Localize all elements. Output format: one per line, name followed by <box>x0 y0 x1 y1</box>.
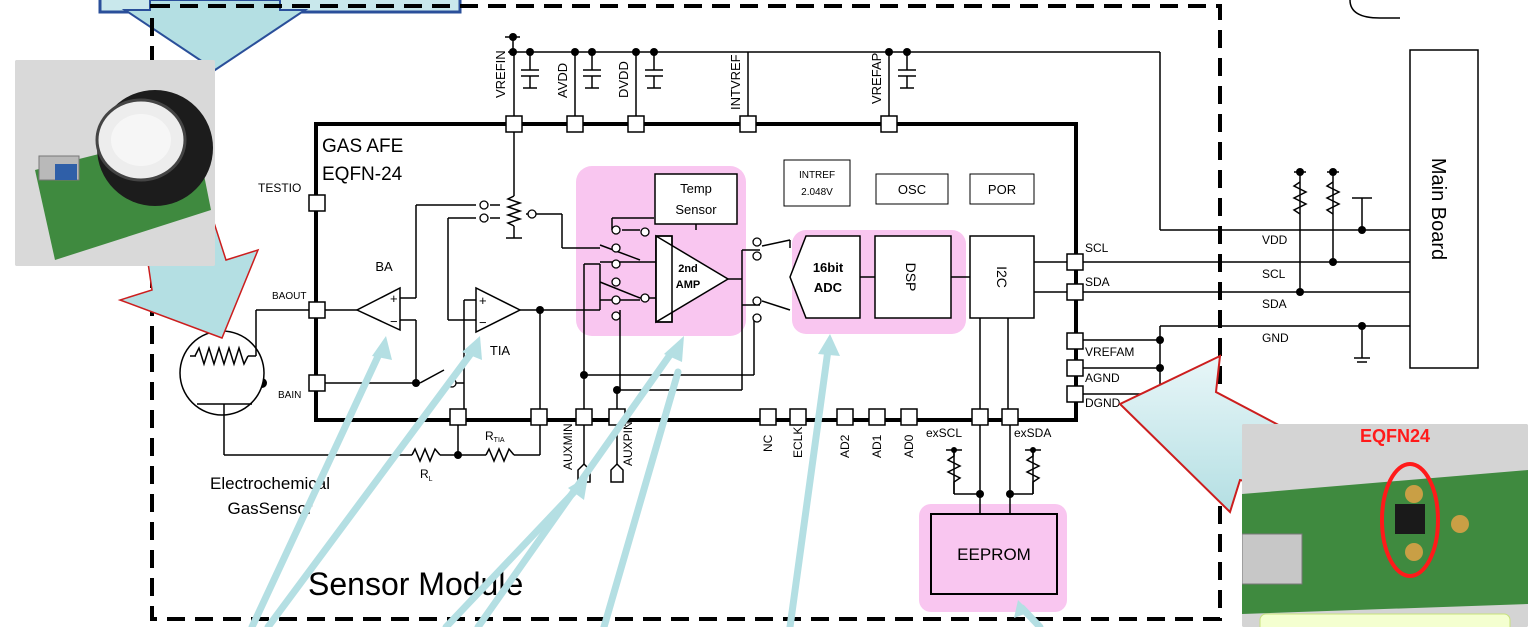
rl-label: RL <box>420 467 433 483</box>
bain-label: BAIN <box>278 390 301 401</box>
testio-pin <box>308 194 326 212</box>
pointer-arrowheads <box>372 334 1030 618</box>
adc-label-1: 16bit <box>813 260 844 275</box>
pin-label-ad0: AD0 <box>902 434 916 458</box>
baout-label: BAOUT <box>272 291 306 302</box>
afe-package: EQFN-24 <box>322 164 403 185</box>
pin-label-scl: SCL <box>1085 241 1109 255</box>
pin-label-dgnd: DGND <box>1085 396 1121 410</box>
bus-label-gnd: GND <box>1262 331 1289 345</box>
dsp-block <box>874 235 952 319</box>
electrochemical-gas-sensor-symbol <box>179 309 309 456</box>
tia-minus-sign: − <box>479 315 487 330</box>
pin-label-eclk: ECLK <box>791 427 805 458</box>
pin-label-dvdd: DVDD <box>616 61 631 98</box>
bus-label-vdd: VDD <box>1262 233 1288 247</box>
tia-plus-sign: + <box>479 293 487 308</box>
main-board-label: Main Board <box>1427 158 1449 260</box>
sensor-module-photo <box>15 60 215 266</box>
por-block <box>969 173 1035 205</box>
chip-board-photo: EQFN24 <box>1242 424 1528 627</box>
right-pin-boxes <box>1066 253 1084 403</box>
chip-photo-label: EQFN24 <box>1360 426 1431 446</box>
osc-label: OSC <box>898 182 926 197</box>
pin-label-ad2: AD2 <box>838 434 852 458</box>
afe-title: GAS AFE <box>322 136 403 157</box>
sensor-label-line2: GasSensor <box>227 499 312 518</box>
amp-label-2: AMP <box>676 279 700 291</box>
chip-photo-illustration <box>1242 424 1528 627</box>
temp-sensor-label-2: Sensor <box>675 202 717 217</box>
adc-label-2: ADC <box>814 280 843 295</box>
pin-label-agnd: AGND <box>1085 371 1120 385</box>
amp-label-1: 2nd <box>678 263 698 275</box>
dsp-label: DSP <box>903 263 919 292</box>
pin-label-sda: SDA <box>1085 275 1110 289</box>
sensor-label-line1: Electrochemical <box>210 474 330 493</box>
ba-opamp <box>355 286 401 332</box>
tia-label: TIA <box>490 343 511 358</box>
intref-block <box>783 159 851 207</box>
intref-label-2: 2.048V <box>801 187 833 198</box>
pin-label-vrefap: VREFAP <box>869 53 884 104</box>
testio-label: TESTIO <box>258 181 301 195</box>
gas-afe-chip-outline <box>314 122 1078 422</box>
pin-label-avdd: AVDD <box>555 63 570 98</box>
tia-opamp <box>475 286 522 334</box>
pin-label-vrefin: VREFIN <box>493 50 508 98</box>
main-board-block <box>1409 49 1479 369</box>
osc-block <box>875 173 949 205</box>
por-label: POR <box>988 182 1016 197</box>
pin-label-auxmin: AUXMIN <box>561 423 575 470</box>
sensor-photo-illustration <box>15 60 215 266</box>
temp-sensor-block <box>654 173 738 225</box>
pin-label-nc: NC <box>761 434 775 452</box>
bus-label-scl: SCL <box>1262 267 1286 281</box>
intref-label-1: INTREF <box>799 170 835 181</box>
pin-label-ad1: AD1 <box>870 434 884 458</box>
i2c-label: I2C <box>994 266 1010 288</box>
ba-label: BA <box>375 259 393 274</box>
rail-junction-dots <box>509 33 911 56</box>
ba-minus-sign: − <box>390 314 398 329</box>
eeprom-label: EEPROM <box>957 545 1031 564</box>
pin-label-intvref: INTVREF <box>728 54 743 110</box>
resistor-symbols <box>411 181 1341 494</box>
top-supply-rail <box>505 36 1410 231</box>
pin-label-exscl: exSCL <box>926 426 962 440</box>
pin-label-auxpin: AUXPIN <box>621 421 635 466</box>
bus-label-sda: SDA <box>1262 297 1287 311</box>
rtia-label: RTIA <box>485 429 505 444</box>
adc-block <box>789 235 861 319</box>
ba-plus-sign: + <box>390 291 398 306</box>
bain-pin <box>308 374 326 392</box>
partial-bubble-top-right <box>1349 0 1400 19</box>
pin-label-exsda: exSDA <box>1014 426 1051 440</box>
pin-label-vrefam: VREFAM <box>1085 345 1134 359</box>
temp-sensor-label-1: Temp <box>680 181 712 196</box>
eeprom-block <box>930 513 1058 595</box>
wiring-dots <box>257 168 1366 498</box>
top-pin-boxes <box>505 115 898 133</box>
baout-pin <box>308 301 326 319</box>
second-amp-block <box>655 234 730 324</box>
